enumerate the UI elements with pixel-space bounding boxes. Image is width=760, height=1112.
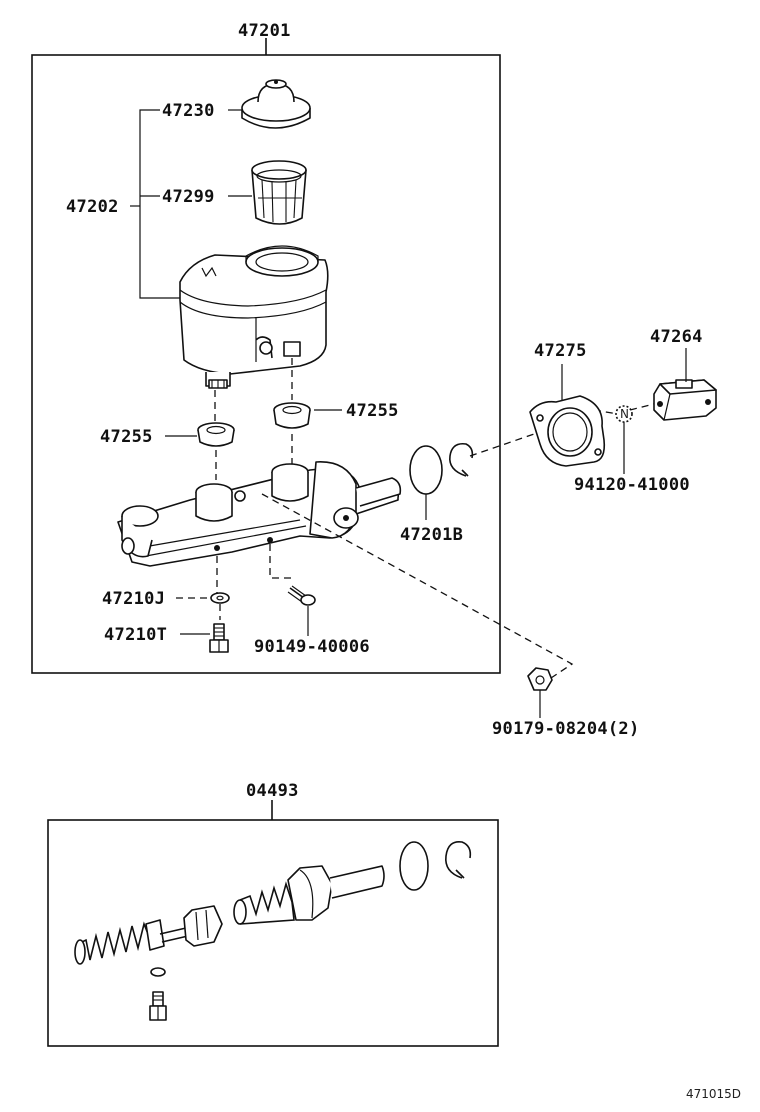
label-grommet-right: 47255: [346, 401, 399, 421]
label-washer: 47210J: [102, 589, 165, 609]
repair-kit-frame: [47, 819, 499, 1047]
nut-marker-letter: N: [620, 407, 629, 421]
label-grommet-left: 47255: [100, 427, 153, 447]
master-cylinder-assembly-frame: [31, 38, 501, 674]
label-reservoir-assy: 47202: [66, 197, 119, 217]
snap-ring-part: [449, 442, 474, 477]
gasket-part: [529, 364, 606, 467]
label-reservoir-cap: 47230: [162, 101, 215, 121]
grommet-right-part: [273, 402, 311, 464]
washer-part: [210, 592, 230, 620]
strainer-part: [251, 160, 307, 225]
label-strainer: 47299: [162, 187, 215, 207]
kit-bolt-part: [149, 991, 167, 1021]
kit-piston-spring-part: [74, 905, 223, 965]
label-union-bolt: 47210T: [104, 625, 167, 645]
label-screw: 90149-40006: [254, 637, 370, 657]
label-assembly-47201: 47201: [238, 21, 291, 41]
screw-part: [287, 585, 316, 636]
master-cylinder-body-part: [117, 461, 402, 567]
kit-snap-ring-part: [445, 840, 472, 879]
o-ring-part: [409, 445, 443, 520]
footer-diagram-code: 471015D: [686, 1087, 741, 1101]
grommet-left-part: [197, 422, 235, 480]
mount-nut-part: [527, 667, 553, 718]
label-nut-spec: 94120-41000: [574, 475, 690, 495]
clevis-part: [653, 348, 717, 421]
label-mount-nut: 90179-08204(2): [492, 719, 640, 739]
label-o-ring: 47201B: [400, 525, 463, 545]
label-gasket: 47275: [534, 341, 587, 361]
label-kit: 04493: [246, 781, 299, 801]
kit-secondary-piston-part: [233, 865, 385, 925]
label-clevis: 47264: [650, 327, 703, 347]
nut-marker-circle: [615, 405, 633, 474]
reservoir-cap-part: [241, 79, 311, 129]
kit-washer-part: [150, 967, 166, 977]
kit-o-ring-part: [399, 841, 429, 891]
reservoir-group-bracket: [130, 109, 252, 299]
union-bolt-part: [209, 623, 229, 653]
reservoir-tank-part: [179, 245, 329, 389]
